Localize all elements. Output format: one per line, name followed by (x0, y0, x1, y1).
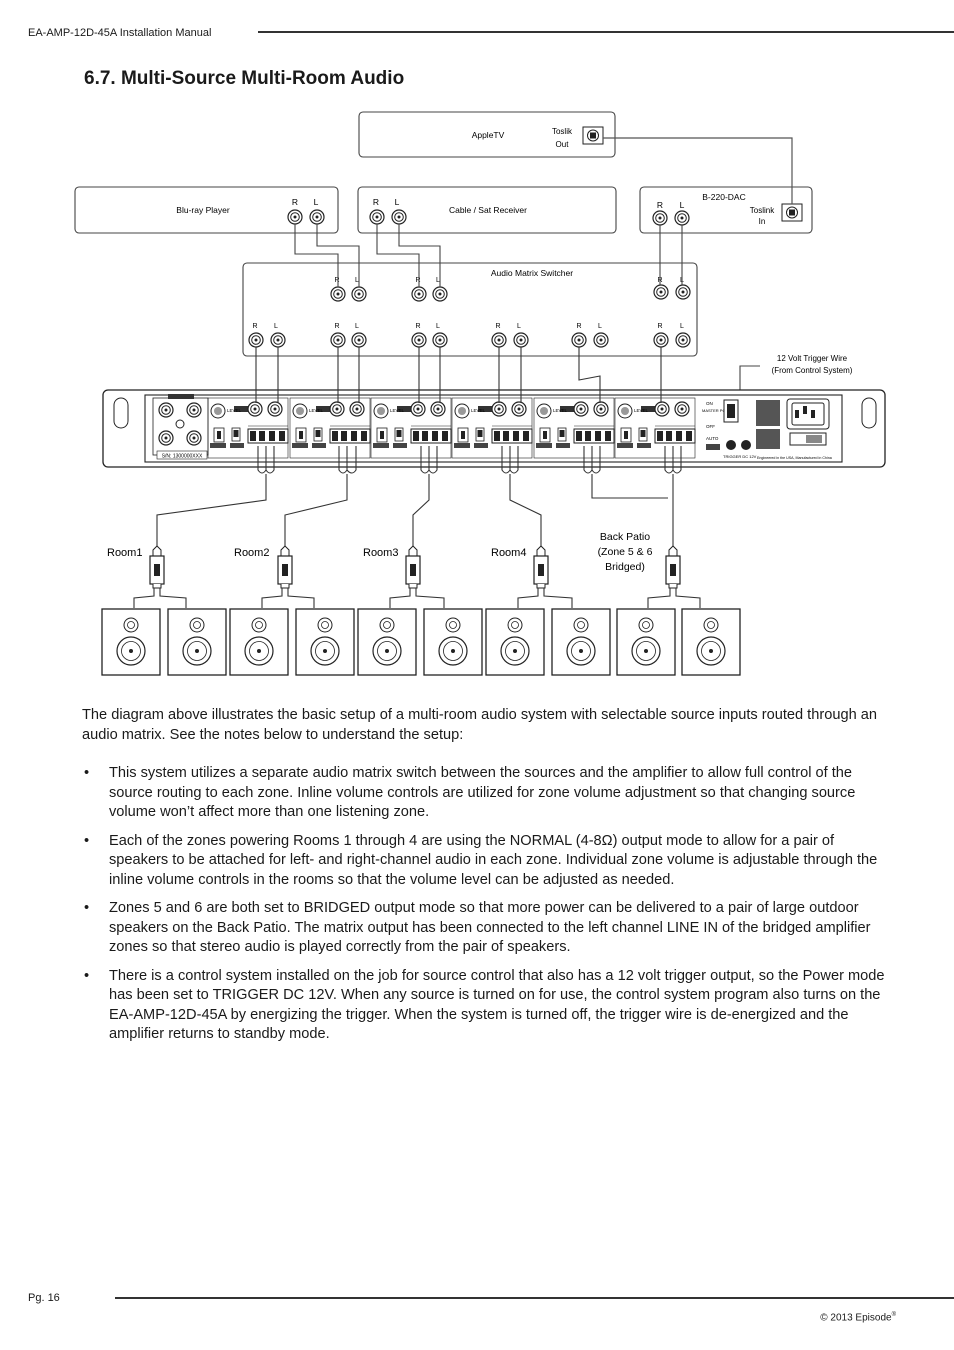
trigger-note-2: (From Control System) (772, 366, 853, 375)
svg-text:R: R (576, 323, 581, 330)
speaker-room3-left (357, 608, 417, 676)
appletv-box (358, 111, 616, 158)
svg-text:TRIGGER DC 12V: TRIGGER DC 12V (723, 454, 757, 459)
speaker-room1-right (167, 608, 227, 676)
svg-text:LEVEL: LEVEL (634, 408, 649, 413)
svg-text:L: L (517, 323, 521, 330)
svg-text:L: L (436, 277, 440, 284)
back-patio-label-2: (Zone 5 & 6 (598, 546, 653, 558)
svg-text:L: L (395, 197, 400, 207)
svg-text:LEVEL: LEVEL (227, 408, 242, 413)
footer-rule (115, 1297, 954, 1299)
svg-text:R: R (252, 323, 257, 330)
svg-text:L: L (355, 323, 359, 330)
amp-serial: S/N: 1300000XXX (162, 454, 203, 460)
list-item: •This system utilizes a separate audio m… (84, 765, 856, 820)
svg-text:L: L (274, 323, 278, 330)
svg-text:In: In (759, 217, 766, 226)
appletv-label: AppleTV (472, 130, 505, 140)
bluray-label: Blu-ray Player (176, 205, 230, 215)
appletv-toslink-label-1: Toslik (552, 127, 573, 136)
matrix-box (242, 262, 698, 357)
svg-text:R: R (415, 277, 420, 284)
dac-label: B-220-DAC (702, 192, 745, 202)
svg-text:R: R (373, 197, 379, 207)
trigger-note-1: 12 Volt Trigger Wire (777, 354, 848, 363)
volume-control-room2 (277, 545, 293, 589)
page-number: Pg. 16 (28, 1292, 60, 1304)
manual-title: EA-AMP-12D-45A Installation Manual (28, 27, 212, 39)
back-patio-label-3: Bridged) (605, 561, 645, 573)
header-rule (258, 31, 954, 33)
svg-text:LEVEL: LEVEL (471, 408, 486, 413)
svg-text:R: R (495, 323, 500, 330)
speaker-patio-right (681, 608, 741, 676)
back-patio-label-1: Back Patio (600, 531, 650, 543)
svg-text:Toslink: Toslink (750, 206, 775, 215)
svg-text:LEVEL: LEVEL (390, 408, 405, 413)
svg-text:L: L (436, 323, 440, 330)
speaker-room2-right (295, 608, 355, 676)
volume-control-room4 (533, 545, 549, 589)
volume-control-room1 (149, 545, 165, 589)
room2-label: Room2 (234, 547, 269, 559)
svg-text:LEVEL: LEVEL (553, 408, 568, 413)
speaker-patio-left (616, 608, 676, 676)
svg-text:L: L (680, 200, 685, 210)
svg-text:R: R (657, 200, 663, 210)
room4-label: Room4 (491, 547, 526, 559)
matrix-label: Audio Matrix Switcher (491, 268, 573, 278)
svg-text:R: R (334, 323, 339, 330)
svg-text:L: L (598, 323, 602, 330)
room1-label: Room1 (107, 547, 142, 559)
speaker-room4-right (551, 608, 611, 676)
appletv-toslink-label-2: Out (556, 140, 570, 149)
svg-text:Engineered in the USA, Manufac: Engineered in the USA, Manufactured in C… (757, 456, 832, 460)
volume-control-room3 (405, 545, 421, 589)
svg-text:L: L (355, 277, 359, 284)
wiring-diagram: AppleTV Toslik Out Blu-ray Player R L Ca… (74, 111, 886, 676)
svg-text:R: R (334, 277, 339, 284)
bluray-box (74, 186, 339, 234)
svg-text:L: L (314, 197, 319, 207)
svg-text:LEVEL: LEVEL (309, 408, 324, 413)
copyright: © 2013 Episode® (820, 1312, 896, 1324)
svg-text:L: L (680, 323, 684, 330)
room3-label: Room3 (363, 547, 398, 559)
cable-box (357, 186, 617, 234)
speaker-room1-left (101, 608, 161, 676)
list-item: •Each of the zones powering Rooms 1 thro… (84, 832, 878, 888)
svg-text:MASTER POWER: MASTER POWER (702, 408, 735, 413)
notes-list: •This system utilizes a separate audio m… (82, 764, 894, 1045)
svg-text:R: R (657, 323, 662, 330)
svg-text:R: R (415, 323, 420, 330)
svg-text:AUTO: AUTO (706, 436, 719, 441)
intro-paragraph: The diagram above illustrates the basic … (82, 707, 877, 743)
svg-text:OFF: OFF (706, 424, 715, 429)
svg-text:R: R (292, 197, 298, 207)
cable-label: Cable / Sat Receiver (449, 205, 527, 215)
speaker-room2-left (229, 608, 289, 676)
svg-text:ON: ON (706, 401, 713, 406)
volume-control-patio (665, 545, 681, 589)
list-item: •Zones 5 and 6 are both set to BRIDGED o… (84, 900, 871, 955)
amplifier-rack: S/N: 1300000XXX LEVEL LEVEL LEVEL LEVEL … (102, 389, 886, 468)
list-item: •There is a control system installed on … (84, 967, 885, 1043)
section-title: 6.7. Multi-Source Multi-Room Audio (84, 68, 405, 89)
body-text: The diagram above illustrates the basic … (82, 706, 894, 1054)
speaker-room3-right (423, 608, 483, 676)
speaker-room4-left (485, 608, 545, 676)
